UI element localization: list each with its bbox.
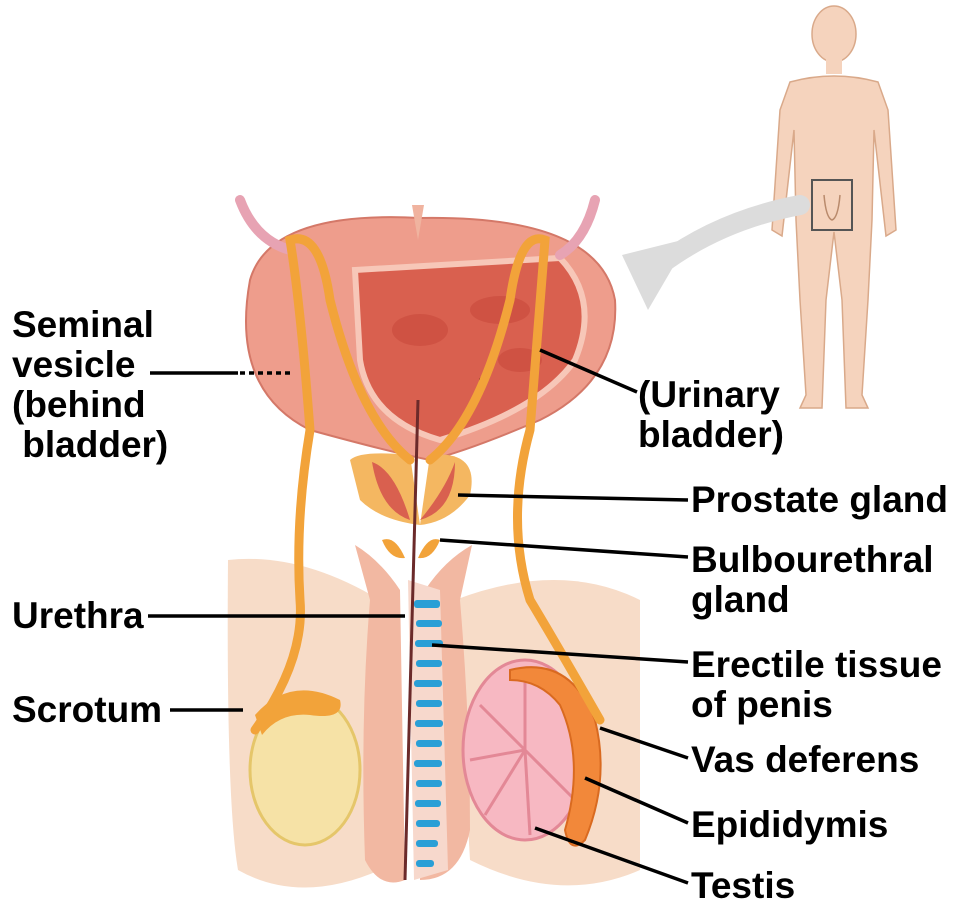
label-vas-deferens: Vas deferens	[691, 740, 919, 780]
label-testis: Testis	[691, 866, 795, 906]
label-prostate-gland: Prostate gland	[691, 480, 948, 520]
label-vas-deferens-text: Vas deferens	[691, 740, 919, 780]
label-erectile-tissue: Erectile tissue of penis	[691, 645, 942, 725]
label-epididymis: Epididymis	[691, 805, 888, 845]
label-epididymis-text: Epididymis	[691, 805, 888, 845]
arrow-icon	[622, 205, 800, 310]
label-bulbourethral-gland: Bulbourethral gland	[691, 540, 934, 620]
label-seminal-vesicle-line1: Seminal	[12, 305, 168, 345]
label-urinary-bladder: (Urinary bladder)	[638, 375, 784, 455]
label-erectile-tissue-line2: of penis	[691, 685, 942, 725]
label-erectile-tissue-line1: Erectile tissue	[691, 645, 942, 685]
label-seminal-vesicle: Seminal vesicle (behind bladder)	[12, 305, 168, 465]
label-seminal-vesicle-line3: (behind	[12, 385, 168, 425]
label-urinary-bladder-line1: (Urinary	[638, 375, 784, 415]
label-seminal-vesicle-line4: bladder)	[12, 425, 168, 465]
bulbourethral	[382, 539, 440, 558]
label-scrotum: Scrotum	[12, 690, 162, 730]
label-urethra-text: Urethra	[12, 596, 144, 636]
label-scrotum-text: Scrotum	[12, 690, 162, 730]
label-urinary-bladder-line2: bladder)	[638, 415, 784, 455]
label-bulbourethral-line2: gland	[691, 580, 934, 620]
label-seminal-vesicle-line2: vesicle	[12, 345, 168, 385]
label-prostate-gland-text: Prostate gland	[691, 480, 948, 520]
label-testis-text: Testis	[691, 866, 795, 906]
label-bulbourethral-line1: Bulbourethral	[691, 540, 934, 580]
label-urethra: Urethra	[12, 596, 144, 636]
